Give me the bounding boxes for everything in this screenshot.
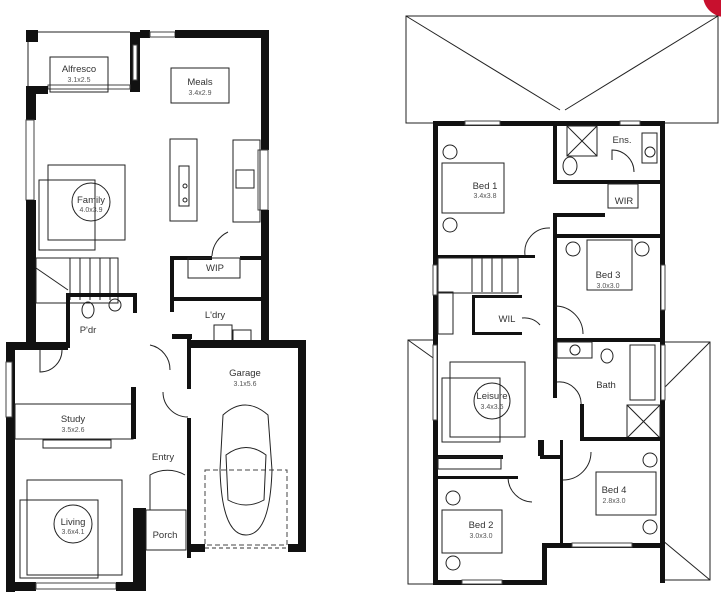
room-label-study: Study bbox=[61, 414, 86, 425]
room-label-powder: P'dr bbox=[80, 325, 97, 336]
room-label-wip: WIP bbox=[206, 263, 224, 274]
room-label-alfresco: Alfresco bbox=[62, 64, 96, 75]
room-label-wir: WIR bbox=[615, 196, 634, 207]
room-label-leisure: Leisure bbox=[476, 391, 507, 402]
room-size-bed2: 3.0x3.0 bbox=[470, 533, 493, 540]
ground-floor-plan bbox=[5, 30, 306, 592]
room-label-living: Living bbox=[61, 517, 86, 528]
room-size-meals: 3.4x2.9 bbox=[189, 90, 212, 97]
room-size-bed3: 3.0x3.0 bbox=[597, 283, 620, 290]
room-size-living: 3.6x4.1 bbox=[62, 529, 85, 536]
room-label-porch: Porch bbox=[153, 530, 178, 541]
room-label-meals: Meals bbox=[187, 77, 213, 88]
room-size-study: 3.5x2.6 bbox=[62, 427, 85, 434]
room-size-leisure: 3.4x3.6 bbox=[481, 404, 504, 411]
room-label-ensuite: Ens. bbox=[612, 135, 631, 146]
room-label-bed1: Bed 1 bbox=[473, 181, 498, 192]
room-label-wil: WIL bbox=[499, 314, 516, 325]
room-label-family: Family bbox=[77, 195, 105, 206]
room-label-laundry: L'dry bbox=[205, 310, 226, 321]
room-labels: Alfresco 3.1x2.5 Meals 3.4x2.9 Family 4.… bbox=[61, 64, 634, 541]
first-floor-plan bbox=[405, 15, 719, 585]
corner-badge bbox=[703, 0, 721, 17]
room-size-bed1: 3.4x3.8 bbox=[474, 193, 497, 200]
room-size-alfresco: 3.1x2.5 bbox=[68, 77, 91, 84]
room-label-bed2: Bed 2 bbox=[469, 520, 494, 531]
room-label-bath: Bath bbox=[596, 380, 616, 391]
room-size-garage: 3.1x5.6 bbox=[234, 381, 257, 388]
room-size-family: 4.0x3.9 bbox=[80, 207, 103, 214]
car-icon bbox=[219, 404, 273, 536]
room-label-garage: Garage bbox=[229, 368, 261, 379]
room-label-entry: Entry bbox=[152, 452, 174, 463]
room-label-bed3: Bed 3 bbox=[596, 270, 621, 281]
room-label-bed4: Bed 4 bbox=[602, 485, 627, 496]
room-size-bed4: 2.8x3.0 bbox=[603, 498, 626, 505]
